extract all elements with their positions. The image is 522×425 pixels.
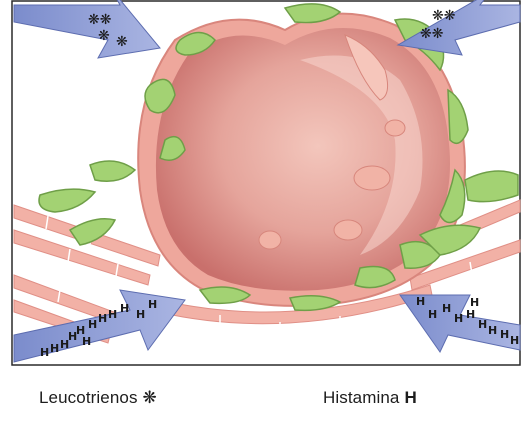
svg-text:❋: ❋ (116, 34, 128, 50)
leukotriene-arrow-top-left: ❋❋ ❋ ❋ (14, 0, 160, 58)
svg-text:H: H (82, 335, 91, 348)
svg-text:H: H (428, 308, 437, 321)
svg-text:❋❋: ❋❋ (88, 12, 112, 28)
svg-text:H: H (500, 328, 509, 341)
legend-histamine: Histamina H (323, 388, 417, 408)
svg-text:H: H (488, 324, 497, 337)
legend-histamine-label: Histamina (323, 388, 399, 407)
svg-text:H: H (136, 308, 145, 321)
svg-text:H: H (510, 334, 519, 347)
leukotriene-symbol-icon: ❋ (143, 388, 157, 407)
svg-text:H: H (108, 308, 117, 321)
svg-text:H: H (416, 295, 425, 308)
svg-text:❋: ❋ (98, 28, 110, 44)
legend-leukotrienes: Leucotrienos ❋ (39, 388, 157, 408)
svg-text:❋❋: ❋❋ (432, 8, 456, 24)
svg-text:H: H (120, 302, 129, 315)
svg-text:H: H (88, 318, 97, 331)
svg-text:H: H (454, 312, 463, 325)
svg-text:H: H (466, 308, 475, 321)
svg-text:H: H (442, 302, 451, 315)
svg-text:❋❋: ❋❋ (420, 26, 444, 42)
histamine-symbol-icon: H (404, 388, 416, 407)
svg-text:H: H (470, 296, 479, 309)
svg-text:H: H (50, 342, 59, 355)
svg-text:H: H (40, 346, 49, 359)
svg-text:H: H (98, 312, 107, 325)
svg-text:H: H (148, 298, 157, 311)
legend-leukotrienes-label: Leucotrienos (39, 388, 138, 407)
svg-text:H: H (478, 318, 487, 331)
